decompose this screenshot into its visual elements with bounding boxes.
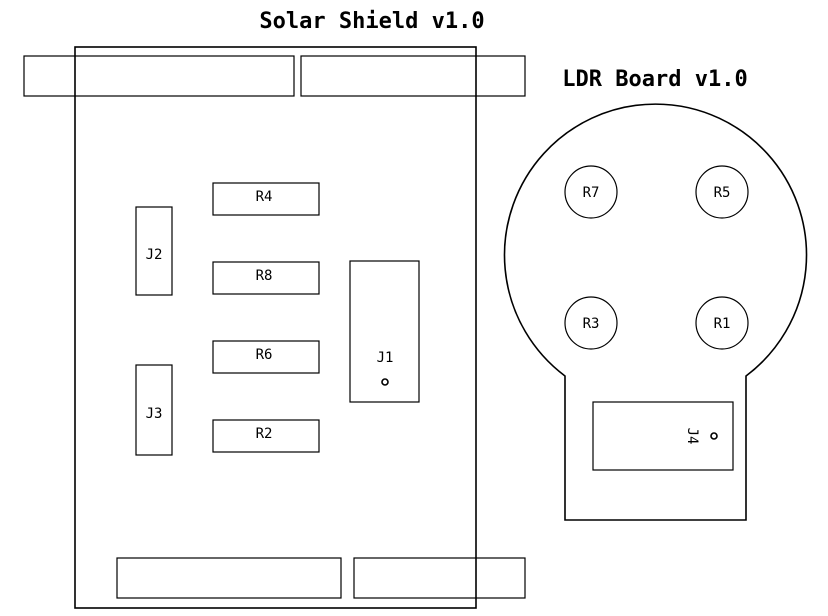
ldr-r5-label: R5 [714,185,731,201]
ldr-r3-label: R3 [583,316,600,332]
resistor-r8-label: R8 [256,268,273,284]
ldr-board: LDR Board v1.0 R7 R5 R3 R1 J4 [503,67,808,521]
header-bottom-left [116,557,342,599]
connector-j4-pin1-marker [710,432,718,440]
resistor-r8: R8 [212,261,320,295]
connector-j1-label: J1 [377,350,394,366]
ldr-r3: R3 [564,296,618,350]
header-bottom-right [353,557,526,599]
header-top-left [23,55,295,97]
ldr-r5: R5 [695,165,749,219]
connector-j4-label: J4 [684,428,700,445]
connector-j3-label: J3 [146,406,163,422]
solar-shield-title: Solar Shield v1.0 [259,9,484,34]
connector-j2-label: J2 [146,247,163,263]
ldr-r7: R7 [564,165,618,219]
connector-j1-pin1-marker [381,378,389,386]
ldr-r1: R1 [695,296,749,350]
connector-j1: J1 [349,260,420,403]
resistor-r6-label: R6 [256,347,273,363]
ldr-r7-label: R7 [583,185,600,201]
connector-j3: J3 [135,364,173,456]
resistor-r4-label: R4 [256,189,273,205]
header-top-right [300,55,526,97]
resistor-r2: R2 [212,419,320,453]
resistor-r2-label: R2 [256,426,273,442]
connector-j2: J2 [135,206,173,296]
resistor-r6: R6 [212,340,320,374]
resistor-r4: R4 [212,182,320,216]
connector-j4: J4 [592,401,734,471]
ldr-r1-label: R1 [714,316,731,332]
ldr-board-title: LDR Board v1.0 [562,67,747,92]
ldr-board-outline [503,103,808,521]
solar-shield-board-outline [74,46,477,609]
solar-shield: Solar Shield v1.0 R4 R8 R6 R2 J2 [23,9,526,609]
